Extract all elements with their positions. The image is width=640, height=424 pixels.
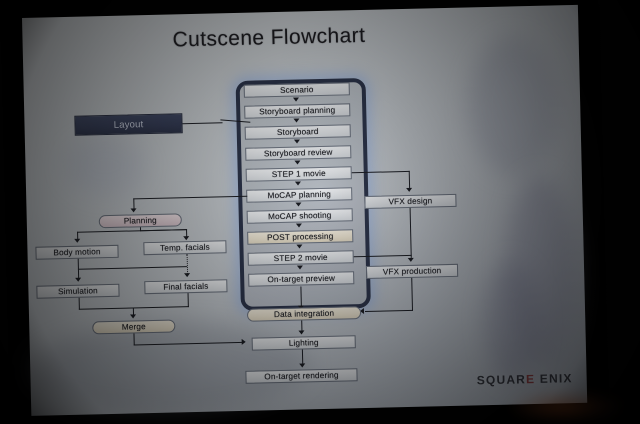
- flow-box-data-integration[interactable]: Data integration: [246, 306, 362, 322]
- arrow-right-into-data-integration: [241, 338, 246, 345]
- flow-box-label: Scenario: [279, 85, 314, 95]
- flow-box-label: Storyboard planning: [259, 105, 336, 117]
- flow-box-label: VFX design: [388, 196, 433, 207]
- arrow-down-final-facials: [184, 273, 191, 278]
- logo-accent-letter: E: [525, 372, 536, 387]
- flow-box-storyboard-planning[interactable]: Storyboard planning: [244, 103, 351, 119]
- arrow-down-2: [293, 118, 300, 123]
- connector-step1-to-vfx-down: [408, 170, 411, 189]
- flow-box-label: Lighting: [288, 338, 319, 348]
- flow-box-simulation[interactable]: Simulation: [36, 283, 120, 299]
- flow-box-label: Final facials: [163, 281, 209, 292]
- flow-box-lighting[interactable]: Lighting: [251, 335, 356, 351]
- flow-box-label: MoCAP shooting: [267, 210, 332, 222]
- flow-box-vfx-production[interactable]: VFX production: [365, 263, 459, 279]
- logo-part-2: ENIX: [535, 371, 573, 387]
- connector-merge-to-data: [133, 341, 244, 346]
- slide-content: Cutscene Flowchart Layout Scenario Story…: [22, 5, 587, 416]
- flow-box-label: Storyboard review: [263, 147, 333, 159]
- flow-box-label: On-target preview: [267, 273, 336, 285]
- connector-layout-to-storyboard-planning: [182, 122, 223, 125]
- arrow-down-9: [296, 265, 304, 270]
- flow-box-body-motion[interactable]: Body motion: [35, 244, 119, 260]
- flow-box-vfx-design[interactable]: VFX design: [364, 193, 457, 209]
- flow-box-label: Simulation: [57, 286, 98, 297]
- logo-part-1: SQUAR: [476, 372, 527, 388]
- arrow-down-body-motion: [74, 238, 81, 243]
- flow-box-label: Body motion: [53, 247, 101, 258]
- connector-vfx-production-to-data: [364, 309, 414, 313]
- flow-box-label: Merge: [121, 322, 146, 332]
- flow-box-label: STEP 1 movie: [271, 168, 326, 180]
- flow-box-merge[interactable]: Merge: [92, 319, 176, 335]
- flow-box-label: Data integration: [273, 308, 335, 320]
- arrow-down-planning: [130, 208, 137, 213]
- arrow-down-7: [295, 223, 303, 228]
- flow-box-final-facials[interactable]: Final facials: [144, 279, 228, 295]
- arrow-down-8: [296, 244, 303, 249]
- projection-screen: Cutscene Flowchart Layout Scenario Story…: [22, 4, 588, 416]
- flow-box-label: STEP 2 movie: [273, 252, 328, 264]
- flow-box-storyboard-review[interactable]: Storyboard review: [245, 145, 352, 161]
- flow-box-step-1-movie[interactable]: STEP 1 movie: [245, 166, 352, 182]
- square-enix-logo: SQUARE ENIX: [477, 371, 573, 387]
- arrow-down-simulation: [75, 277, 82, 282]
- connector-step2-to-vfx-production: [353, 254, 412, 258]
- connector-final-down: [187, 293, 190, 308]
- flow-box-label: VFX production: [382, 266, 442, 277]
- arrow-down-temp-facials: [183, 236, 190, 241]
- connector-vfx-design-to-production: [409, 207, 413, 258]
- flow-box-scenario[interactable]: Scenario: [243, 82, 350, 98]
- arrow-down-lighting: [298, 330, 305, 335]
- flow-box-label: Planning: [123, 215, 157, 226]
- arrow-down-vfx-design: [406, 187, 413, 192]
- flow-box-label: Layout: [113, 118, 144, 131]
- connector-temp-to-final-dotted: [186, 254, 189, 275]
- flow-box-on-target-rendering[interactable]: On-target rendering: [245, 368, 358, 384]
- flow-box-mocap-planning[interactable]: MoCAP planning: [246, 187, 353, 203]
- arrow-down-merge: [130, 314, 137, 319]
- arrow-down-vfx-production: [407, 257, 414, 262]
- flow-box-mocap-shooting[interactable]: MoCAP shooting: [246, 208, 353, 224]
- flow-box-label: Storyboard: [276, 127, 319, 138]
- flow-box-layout[interactable]: Layout: [74, 113, 183, 136]
- arrow-down-rendering: [299, 363, 306, 368]
- flow-box-label: On-target rendering: [264, 370, 339, 382]
- connector-body-to-final-h: [77, 266, 187, 271]
- flow-box-storyboard[interactable]: Storyboard: [244, 124, 351, 140]
- page-title: Cutscene Flowchart: [172, 23, 366, 52]
- connector-mocap-to-planning: [133, 195, 248, 200]
- connector-lighting-to-rendering: [301, 349, 304, 365]
- flow-box-step-2-movie[interactable]: STEP 2 movie: [247, 250, 354, 266]
- arrow-down-3: [293, 139, 301, 144]
- warm-light-glow: [506, 390, 626, 424]
- connector-vfx-production-down: [411, 277, 414, 311]
- arrow-down-1: [292, 97, 300, 102]
- flow-box-post-processing[interactable]: POST processing: [247, 229, 354, 245]
- flow-box-temp-facials[interactable]: Temp. facials: [143, 240, 227, 256]
- flow-box-planning[interactable]: Planning: [98, 213, 182, 229]
- arrow-down-4: [294, 160, 301, 165]
- arrow-down-5: [294, 181, 302, 186]
- flow-box-label: MoCAP planning: [267, 189, 332, 201]
- flow-box-on-target-preview[interactable]: On-target preview: [248, 271, 355, 287]
- arrow-down-6: [295, 202, 302, 207]
- connector-planning-right-h: [140, 229, 188, 232]
- flow-box-label: Temp. facials: [159, 242, 210, 253]
- connector-step1-to-vfx: [351, 170, 410, 174]
- flow-box-label: POST processing: [266, 231, 334, 243]
